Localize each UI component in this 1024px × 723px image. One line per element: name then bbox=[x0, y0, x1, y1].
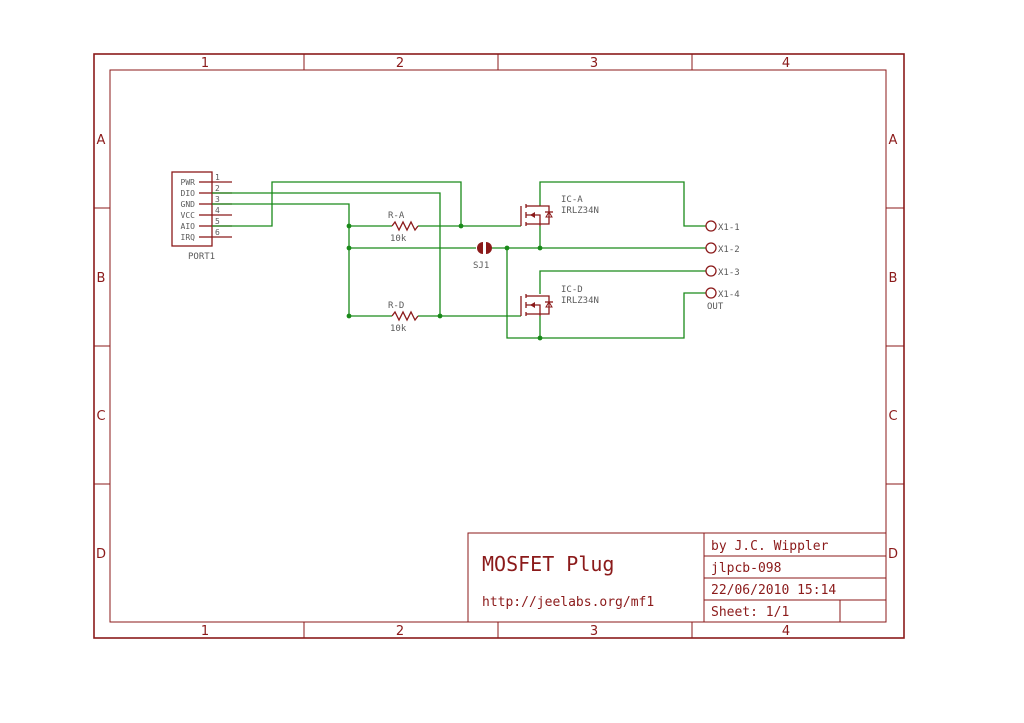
wires bbox=[212, 181, 706, 339]
junction-dot bbox=[504, 245, 510, 251]
mosfet-ic-d: IC-D IRLZ34N bbox=[520, 285, 599, 316]
row-label-d: D bbox=[96, 547, 106, 562]
resistor-symbol bbox=[391, 220, 419, 232]
junction-dot bbox=[458, 223, 464, 229]
pin-number: 3 bbox=[215, 195, 220, 204]
junction-dot bbox=[346, 313, 352, 319]
out-label: OUT bbox=[707, 302, 724, 312]
resistor-value: 10k bbox=[390, 324, 407, 334]
pad-x1-1 bbox=[705, 220, 717, 232]
row-label-a: A bbox=[97, 133, 106, 148]
column-labels-bottom: 1 2 3 4 bbox=[201, 624, 790, 639]
mosfet-arrow bbox=[530, 212, 535, 218]
pad-label: X1-2 bbox=[718, 245, 740, 255]
col-label-2: 2 bbox=[396, 56, 404, 71]
port1-body bbox=[171, 171, 213, 247]
pin-name-pwr: PWR bbox=[181, 178, 196, 187]
junction-dot bbox=[346, 223, 352, 229]
pad-labels: X1-1 X1-2 X1-3 X1-4 OUT bbox=[707, 223, 740, 312]
resistor-name: R-D bbox=[388, 301, 404, 311]
column-labels-top: 1 2 3 4 bbox=[201, 56, 790, 71]
title-id: jlpcb-098 bbox=[711, 561, 781, 576]
resistor-ra: R-A 10k bbox=[388, 211, 419, 244]
col-label-3: 3 bbox=[590, 624, 598, 639]
row-label-d: D bbox=[888, 547, 898, 562]
mosfet-value: IRLZ34N bbox=[561, 206, 599, 216]
pad-label: X1-1 bbox=[718, 223, 740, 233]
junction-dot bbox=[346, 245, 352, 251]
col-label-1: 1 bbox=[201, 56, 209, 71]
mosfet-diode-path bbox=[540, 295, 550, 315]
junction-dot bbox=[537, 245, 543, 251]
pad-label: X1-3 bbox=[718, 268, 740, 278]
col-label-3: 3 bbox=[590, 56, 598, 71]
pin-number: 1 bbox=[215, 173, 220, 182]
pin-name-gnd: GND bbox=[181, 200, 196, 209]
junction-dot bbox=[537, 335, 543, 341]
mosfet-diode bbox=[545, 301, 553, 308]
pin-number: 5 bbox=[215, 217, 220, 226]
wire-drain-a bbox=[539, 181, 706, 227]
mosfet-name: IC-A bbox=[561, 195, 583, 205]
pin-name-vcc: VCC bbox=[181, 211, 196, 220]
title-text: MOSFET Plug bbox=[482, 552, 614, 576]
jumper-label: SJ1 bbox=[473, 261, 489, 271]
pad-label: X1-4 bbox=[718, 290, 740, 300]
wire-source-d bbox=[539, 292, 706, 339]
row-label-c: C bbox=[888, 409, 897, 424]
pin-name-dio: DIO bbox=[181, 189, 196, 198]
jumper-pad-right bbox=[486, 242, 492, 254]
junctions bbox=[346, 223, 543, 341]
port1-pin-stubs bbox=[199, 181, 212, 238]
wire-drain-d bbox=[539, 270, 706, 294]
title-author: by J.C. Wippler bbox=[711, 539, 829, 554]
row-labels-right: A B C D bbox=[888, 133, 898, 562]
col-label-4: 4 bbox=[782, 624, 790, 639]
resistor-rd: R-D 10k bbox=[388, 301, 419, 334]
column-dividers bbox=[94, 54, 904, 638]
col-label-4: 4 bbox=[782, 56, 790, 71]
solder-jumper-sj1: SJ1 bbox=[473, 242, 492, 271]
resistor-symbol bbox=[391, 310, 419, 322]
row-label-b: B bbox=[97, 271, 106, 286]
mosfet-arrow bbox=[530, 302, 535, 308]
row-label-c: C bbox=[96, 409, 105, 424]
pad-x1-3 bbox=[705, 265, 717, 277]
pin-number: 4 bbox=[215, 206, 220, 215]
wire-gnd bbox=[212, 203, 350, 316]
pin-number: 6 bbox=[215, 228, 220, 237]
pad-x1-2 bbox=[705, 242, 717, 254]
wire-aio bbox=[212, 192, 441, 316]
junction-dot bbox=[437, 313, 443, 319]
wire-dio bbox=[212, 181, 462, 226]
title-sheet: Sheet: 1/1 bbox=[711, 605, 789, 620]
mosfet-value: IRLZ34N bbox=[561, 296, 599, 306]
wire-gnd-branch bbox=[506, 248, 540, 339]
resistor-value: 10k bbox=[390, 234, 407, 244]
row-label-a: A bbox=[889, 133, 898, 148]
resistor-name: R-A bbox=[388, 211, 405, 221]
port1-label: PORT1 bbox=[188, 252, 215, 262]
mosfet-ic-a: IC-A IRLZ34N bbox=[520, 195, 599, 226]
mosfet-diode-path bbox=[540, 205, 550, 225]
pin-number: 2 bbox=[215, 184, 220, 193]
port1-pin-numbers: 1 2 3 4 5 6 bbox=[215, 173, 220, 237]
col-label-2: 2 bbox=[396, 624, 404, 639]
row-labels-left: A B C D bbox=[96, 133, 106, 562]
title-url: http://jeelabs.org/mf1 bbox=[482, 595, 654, 610]
port1-connector: PWR DIO GND VCC AIO IRQ 1 2 3 4 bbox=[171, 171, 232, 262]
title-datetime: 22/06/2010 15:14 bbox=[711, 583, 836, 598]
mosfet-name: IC-D bbox=[561, 285, 583, 295]
pin-name-irq: IRQ bbox=[181, 233, 196, 242]
pin-name-aio: AIO bbox=[181, 222, 196, 231]
jumper-pad-left bbox=[477, 242, 483, 254]
row-label-b: B bbox=[889, 271, 898, 286]
port1-pin-names: PWR DIO GND VCC AIO IRQ bbox=[181, 178, 196, 242]
mosfet-diode bbox=[545, 211, 553, 218]
pad-x1-4 bbox=[705, 287, 717, 299]
output-pads: X1-1 X1-2 X1-3 X1-4 OUT bbox=[705, 220, 740, 312]
col-label-1: 1 bbox=[201, 624, 209, 639]
title-block: MOSFET Plug http://jeelabs.org/mf1 by J.… bbox=[467, 532, 887, 623]
